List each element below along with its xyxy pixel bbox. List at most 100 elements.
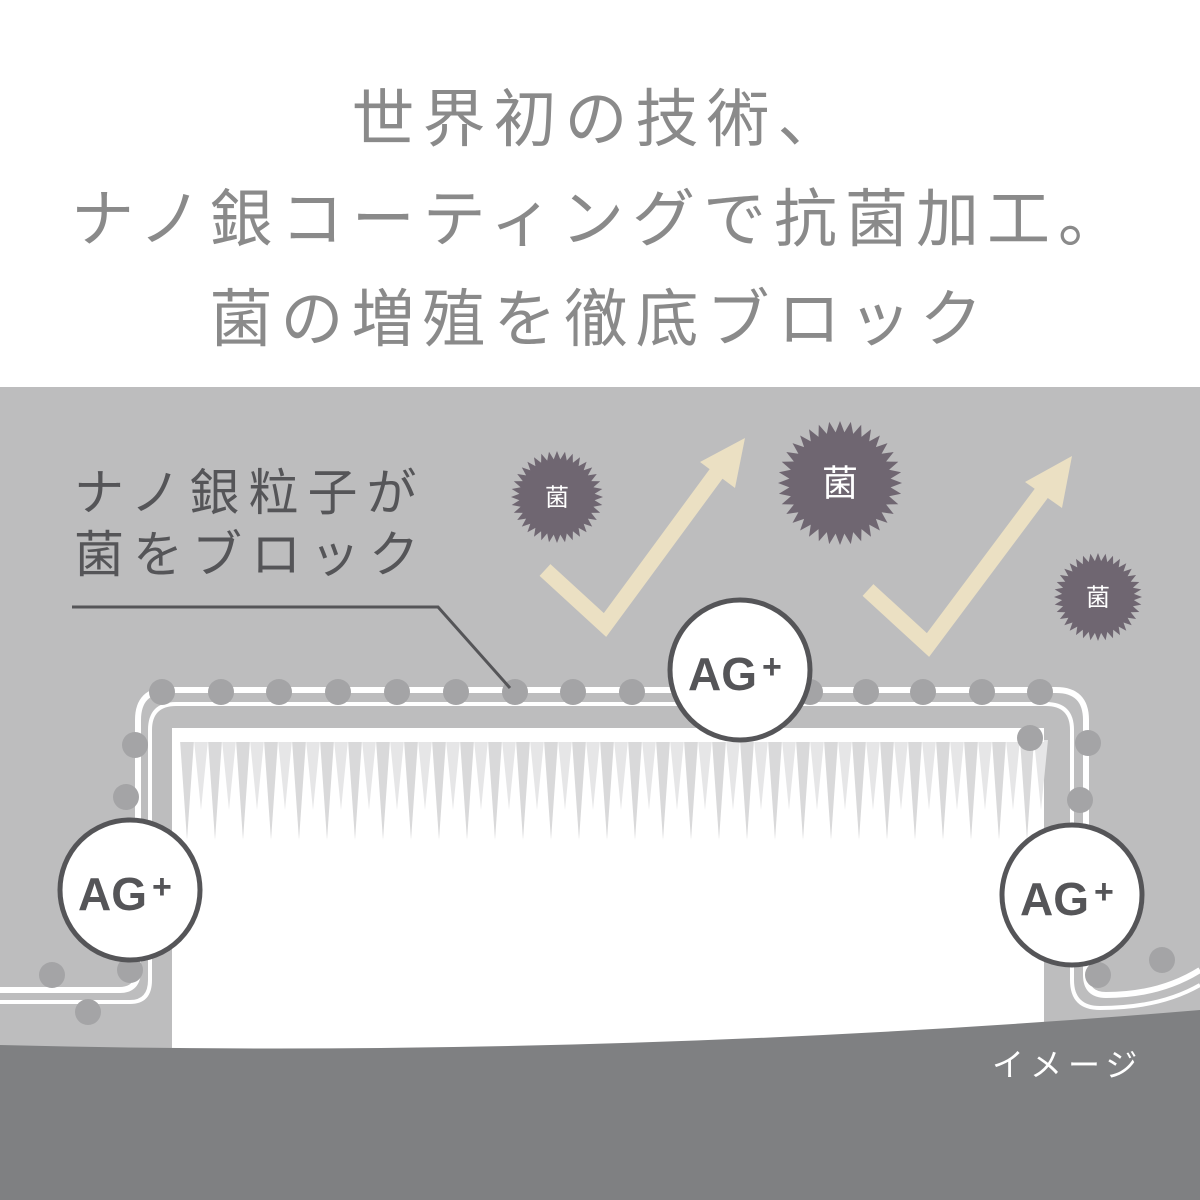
badge-superscript: +	[762, 648, 782, 686]
germ-label: 菌	[545, 483, 569, 511]
blade-tooth	[754, 740, 768, 810]
blade-tooth	[600, 740, 614, 840]
blade-tooth	[838, 740, 852, 810]
callout-line-2: 菌をブロック	[74, 526, 428, 584]
blade-tooth	[880, 740, 894, 840]
nano-silver-particle	[39, 962, 65, 988]
headline: 世界初の技術、 ナノ銀コーティングで抗菌加工。 菌の増殖を徹底ブロック	[0, 70, 1200, 370]
nano-silver-particle	[560, 679, 586, 705]
blade-tooth	[894, 740, 908, 810]
deflect-arrow-left	[539, 438, 745, 637]
blade-tooth	[936, 740, 950, 840]
germ-icon: 菌	[511, 451, 603, 543]
badge-label: AG	[1020, 873, 1089, 925]
blade-tooth	[404, 740, 418, 840]
nano-silver-particle	[910, 679, 936, 705]
blade-tooth	[544, 740, 558, 840]
blade-tooth	[376, 740, 390, 840]
germ-label: 菌	[1086, 583, 1110, 611]
blade-tooth	[348, 740, 362, 840]
blade-tooth	[810, 740, 824, 810]
blade-tooth	[628, 740, 642, 840]
blade-tooth	[796, 740, 810, 840]
illustration: 菌菌菌 AG + AG + AG +	[0, 387, 1200, 1200]
blade-tooth	[418, 740, 432, 810]
blade-tooth	[278, 740, 292, 810]
silver-ion-badge-left: AG +	[60, 820, 200, 960]
nano-silver-particle	[1149, 947, 1175, 973]
blade-tooth	[250, 740, 264, 810]
blade-tooth	[474, 740, 488, 810]
nano-silver-particle	[1017, 725, 1043, 751]
nano-silver-particle	[969, 679, 995, 705]
badge-label: AG	[688, 648, 757, 700]
blade-tooth	[712, 740, 726, 840]
blade-tooth	[222, 740, 236, 810]
nano-silver-particle	[113, 784, 139, 810]
nano-silver-particle	[149, 679, 175, 705]
blade-tooth	[390, 740, 404, 810]
nano-silver-particle	[619, 679, 645, 705]
blade-tooth	[292, 740, 306, 840]
blade-tooth	[530, 740, 544, 810]
blade-tooth	[614, 740, 628, 810]
blade-tooth	[656, 740, 670, 840]
badge-superscript: +	[152, 868, 172, 906]
blade-tooth	[642, 740, 656, 810]
blade-tooth	[964, 740, 978, 840]
callout-line-1: ナノ銀粒子が	[74, 464, 426, 522]
blade-tooth	[460, 740, 474, 840]
callout-leader-line	[72, 605, 512, 689]
blade-tooth	[726, 740, 740, 810]
blade-tooth	[306, 740, 320, 810]
nano-silver-particle	[122, 732, 148, 758]
blade-tooth	[586, 740, 600, 810]
badge-label: AG	[78, 868, 147, 920]
blade-tooth	[320, 740, 334, 840]
blade-edge	[172, 728, 1044, 742]
blade-tooth	[866, 740, 880, 810]
silver-ion-badge-top: AG +	[670, 600, 810, 740]
blade-tooth	[334, 740, 348, 810]
blade-tooth	[432, 740, 446, 840]
blade-tooth	[824, 740, 838, 840]
blade-tooth	[558, 740, 572, 810]
nano-silver-particle	[1027, 679, 1053, 705]
nano-silver-particle	[1085, 962, 1111, 988]
blade-tooth	[362, 740, 376, 810]
blade-tooth	[264, 740, 278, 840]
nano-silver-particle	[1067, 787, 1093, 813]
image-note: イメージ	[992, 1046, 1144, 1084]
blade-tooth	[516, 740, 530, 840]
blade-tooth	[670, 740, 684, 810]
headline-line-1: 世界初の技術、	[351, 83, 849, 156]
nano-silver-particle	[853, 679, 879, 705]
badge-superscript: +	[1094, 873, 1114, 911]
blade-tooth	[852, 740, 866, 840]
blade-tooth	[950, 740, 964, 810]
blade-tooth	[194, 740, 208, 810]
germ-icon: 菌	[1054, 553, 1142, 641]
nano-silver-particle	[266, 679, 292, 705]
blade-tooth	[572, 740, 586, 840]
blade-tooth	[698, 740, 712, 810]
nano-silver-particle	[384, 679, 410, 705]
blade-tooth	[908, 740, 922, 840]
blade-tooth	[1034, 740, 1048, 810]
nano-silver-particle	[325, 679, 351, 705]
callout-text: ナノ銀粒子が 菌をブロック	[74, 462, 428, 586]
blade-tooth	[1006, 740, 1020, 810]
silver-ion-badge-right: AG +	[1002, 825, 1142, 965]
blade-tooth	[782, 740, 796, 810]
blade-tooth	[446, 740, 460, 810]
device-outline-inner	[0, 702, 1200, 1011]
blade-tooth	[922, 740, 936, 810]
nano-silver-particle	[208, 679, 234, 705]
blade-teeth	[172, 728, 1048, 840]
blade-tooth	[684, 740, 698, 840]
blade-tooth	[502, 740, 516, 810]
deflect-arrow-right	[862, 456, 1072, 657]
blade-tooth	[978, 740, 992, 810]
blade-tooth	[208, 740, 222, 840]
blade-tooth	[768, 740, 782, 840]
